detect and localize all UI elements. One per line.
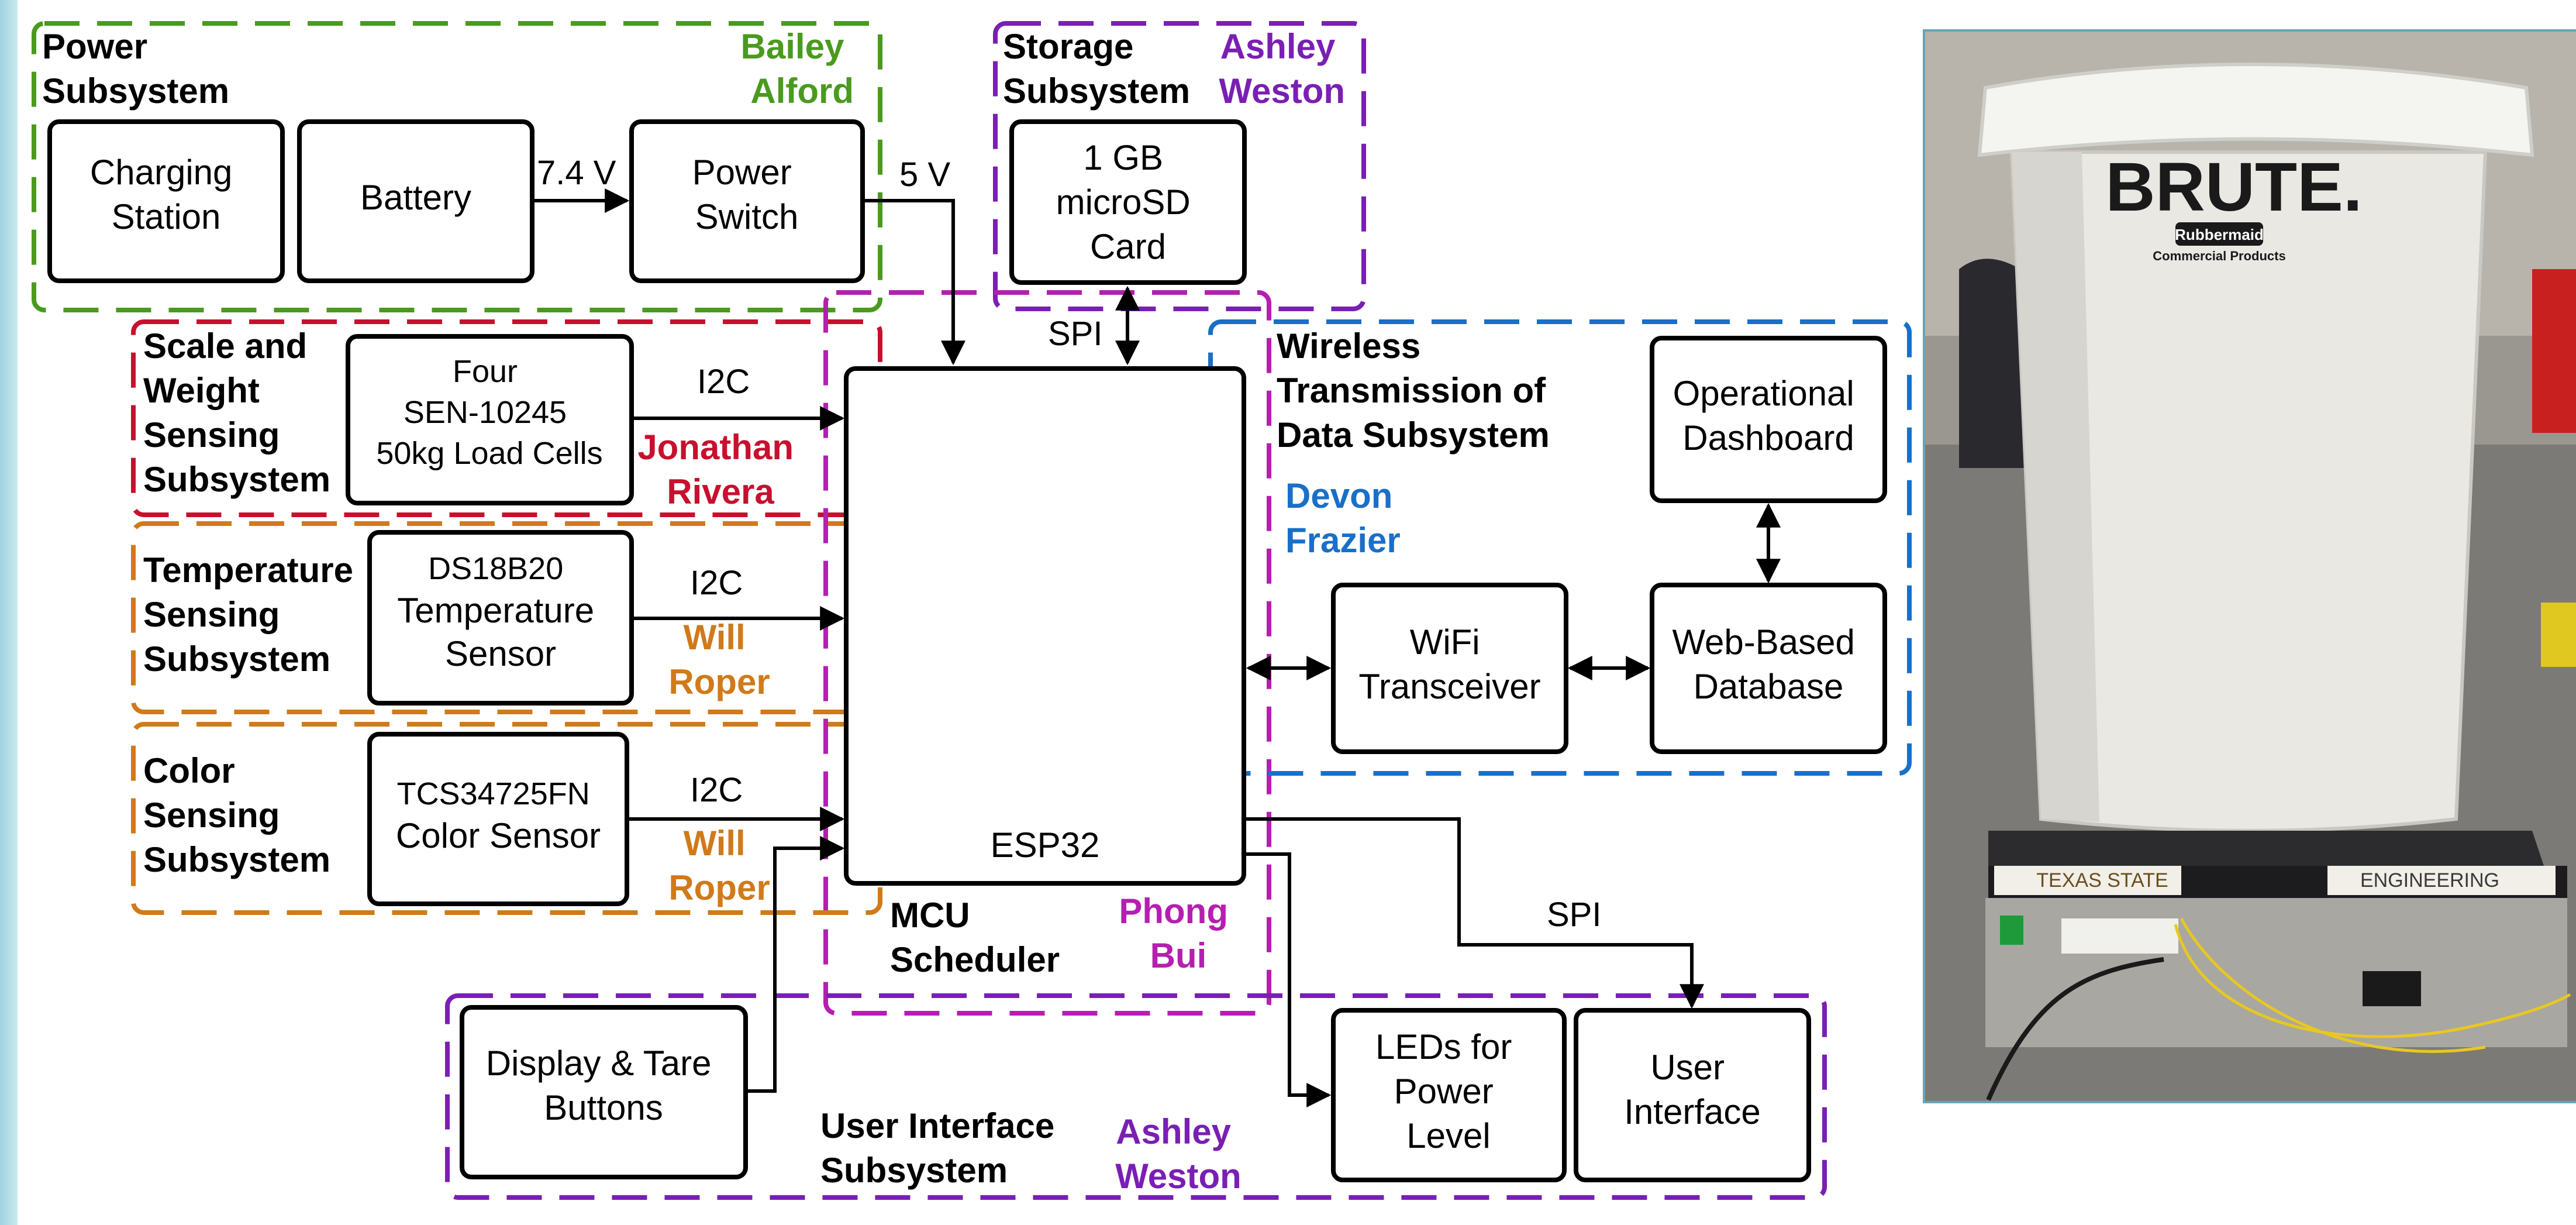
- esp32-block: [844, 366, 1246, 886]
- database-label: Web-Based Database: [1672, 622, 1864, 706]
- dashboard-label: Operational Dashboard: [1673, 374, 1864, 457]
- mcu-subsystem-title: MCU Scheduler: [890, 896, 1060, 979]
- switch-mcu-voltage-label: 5 V: [899, 156, 950, 194]
- temp-mcu-bus-label: I2C: [690, 564, 743, 602]
- ui-subsystem-title: User Interface Subsystem: [820, 1106, 1064, 1190]
- color-sensing-subsystem-region: [131, 722, 882, 915]
- user-interface-label: User Interface: [1624, 1048, 1760, 1131]
- mcu-to-ui-arrow: [1244, 817, 1704, 1009]
- mcu-ui-bus-label: SPI: [1547, 896, 1602, 934]
- wifi-block: [1331, 583, 1568, 754]
- storage-subsystem-region: [993, 21, 1366, 311]
- battery-label: Battery: [360, 178, 471, 217]
- load-mcu-bus-label: I2C: [697, 363, 750, 401]
- texas-state-plate: [1994, 866, 2181, 895]
- bin-subbrand-text: Commercial Products: [2153, 249, 2285, 263]
- switch-to-mcu-arrow: [863, 199, 965, 366]
- charging-station-block: [47, 119, 285, 283]
- prototype-photo: BRUTE. Rubbermaid Commercial Products TE…: [1923, 29, 2576, 1103]
- charging-station-label: Charging Station: [90, 153, 242, 236]
- temp-sensor-label: DS18B20 Temperature Sensor: [397, 548, 604, 673]
- color-sensor-label: TCS34725FN Color Sensor: [396, 773, 601, 855]
- temperature-subsystem-title: Temperature Sensing Subsystem: [143, 550, 363, 679]
- texas-state-plate-text: TEXAS STATE: [2036, 869, 2168, 892]
- storage-subsystem-title: Storage Subsystem: [1003, 27, 1190, 111]
- scale-owner: Jonathan Rivera: [637, 428, 803, 511]
- database-block: [1650, 583, 1887, 754]
- microsd-label: 1 GB microSD Card: [1056, 138, 1201, 266]
- wifi-label: WiFi Transceiver: [1358, 622, 1540, 706]
- battery-switch-voltage-label: 7.4 V: [537, 154, 616, 192]
- power-switch-label: Power Switch: [692, 153, 802, 236]
- scale-subsystem-title: Scale and Weight Sensing Subsystem: [143, 326, 330, 499]
- wireless-owner: Devon Frazier: [1285, 476, 1402, 560]
- mcu-subsystem-region: [823, 290, 1271, 1016]
- mcu-owner: Phong Bui: [1119, 892, 1237, 975]
- bin-brand-logo: BRUTE.: [2105, 149, 2362, 226]
- color-mcu-bus-label: I2C: [690, 771, 743, 809]
- user-interface-block: [1574, 1008, 1811, 1182]
- power-subsystem-title: Power Subsystem: [42, 27, 229, 111]
- engineering-plate: [2327, 866, 2556, 895]
- engineering-plate-text: ENGINEERING: [2360, 869, 2499, 892]
- storage-owner: Ashley Weston: [1219, 27, 1345, 111]
- load-cells-label: Four SEN-10245 50kg Load Cells: [376, 354, 602, 471]
- ui-owner: Ashley Weston: [1115, 1112, 1242, 1196]
- dashboard-block: [1650, 336, 1887, 503]
- microsd-block: [1009, 119, 1247, 285]
- esp32-label: ESP32: [991, 825, 1100, 865]
- color-sensing-owner: Will Roper: [668, 824, 770, 907]
- display-buttons-label: Display & Tare Buttons: [486, 1044, 721, 1127]
- wireless-subsystem-region: [1208, 319, 1912, 776]
- sd-mcu-bus-label: SPI: [1048, 315, 1103, 353]
- leds-block: [1331, 1008, 1567, 1182]
- power-subsystem-region: [32, 21, 882, 312]
- bin-subbrand-logo: Rubbermaid: [2175, 226, 2264, 243]
- temperature-subsystem-region: [131, 521, 882, 714]
- scale-subsystem-region: [131, 319, 882, 517]
- buttons-to-mcu-arrow: [746, 836, 845, 1093]
- wireless-subsystem-title: Wireless Transmission of Data Subsystem: [1277, 326, 1556, 455]
- color-sensing-subsystem-title: Color Sensing Subsystem: [143, 751, 330, 879]
- temperature-owner: Will Roper: [668, 618, 770, 701]
- power-owner: Bailey Alford: [741, 27, 854, 111]
- ui-subsystem-region: [445, 993, 1827, 1200]
- leds-label: LEDs for Power Level: [1375, 1027, 1522, 1155]
- left-accent-bar: [0, 0, 18, 1225]
- mcu-to-leds-arrow: [1244, 852, 1332, 1107]
